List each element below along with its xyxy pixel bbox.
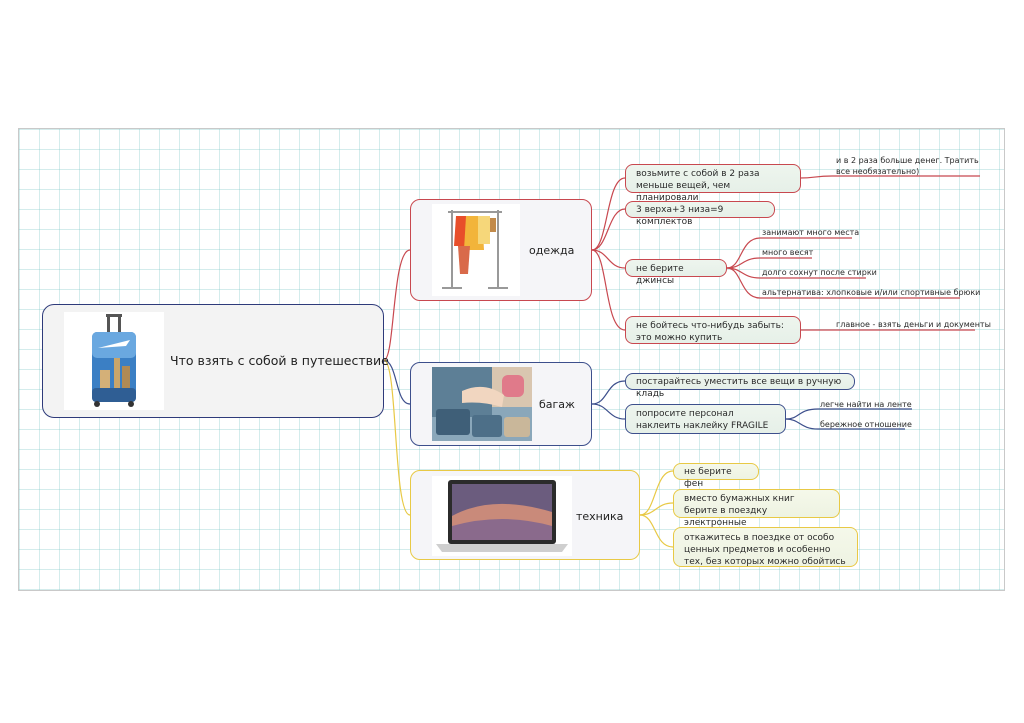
clothes-node-4[interactable]: не бойтесь что-нибудь забыть: это можно … — [625, 316, 801, 344]
tech-node-2[interactable]: вместо бумажных книг берите в поездку эл… — [673, 489, 840, 528]
clothes-node-2[interactable]: 3 верха+3 низа=9 комплектов — [625, 201, 775, 227]
luggage-node-2[interactable]: попросите персонал наклеить наклейку FRA… — [625, 404, 786, 434]
laptop-icon — [432, 476, 572, 556]
jeans-leaf-4: альтернатива: хлопковые и/или спортивные… — [762, 288, 981, 297]
jeans-leaf-1: занимают много места — [762, 228, 860, 237]
fragile-leaf-2: бережное отношение — [820, 420, 912, 429]
clothes-node-3[interactable]: не берите джинсы — [625, 259, 727, 286]
clothes-rack-icon — [432, 204, 520, 296]
tech-node-1[interactable]: не берите фен — [673, 463, 759, 489]
branch-clothes-label: одежда — [529, 244, 575, 257]
clothes-leaf-money: и в 2 раза больше денег. Тратить все нео… — [836, 156, 979, 176]
clothes-leaf-main: главное - взять деньги и документы — [836, 320, 991, 329]
jeans-leaf-2: много весят — [762, 248, 814, 257]
clothes-node-1[interactable]: возьмите с собой в 2 раза меньше вещей, … — [625, 164, 801, 203]
branch-luggage-label: багаж — [539, 398, 575, 411]
root-label: Что взять с собой в путешествие — [170, 353, 389, 368]
luggage-node-1[interactable]: постарайтесь уместить все вещи в ручную … — [625, 373, 855, 399]
luggage-photo-icon — [432, 367, 532, 441]
tech-node-3[interactable]: откажитесь в поездке от особо ценных пре… — [673, 527, 858, 567]
branch-tech-label: техника — [576, 510, 624, 523]
fragile-leaf-1: легче найти на ленте — [820, 400, 912, 409]
suitcase-icon — [64, 312, 164, 410]
jeans-leaf-3: долго сохнут после стирки — [762, 268, 877, 277]
